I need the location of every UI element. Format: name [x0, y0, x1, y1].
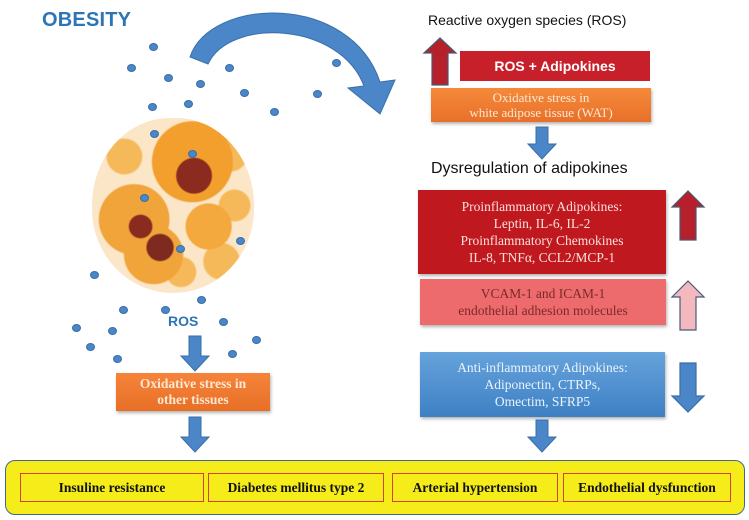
ros-header: Reactive oxygen species (ROS): [428, 12, 627, 28]
up-arrow-icon: [422, 37, 458, 86]
outcome-diabetes-type-2: Diabetes mellitus type 2: [208, 473, 384, 502]
ros-dot: [90, 271, 99, 279]
outcomes-panel: Insuline resistance Diabetes mellitus ty…: [5, 460, 745, 515]
down-arrow-icon: [179, 416, 211, 453]
anti-inflammatory-line-1: Anti-inflammatory Adipokines:: [457, 360, 628, 375]
oxidative-other-line-2: other tissues: [157, 392, 229, 407]
ros-dot: [127, 64, 136, 72]
up-arrow-icon: [670, 190, 706, 241]
outcome-arterial-hypertension: Arterial hypertension: [392, 473, 558, 502]
anti-inflammatory-box: Anti-inflammatory Adipokines: Adiponecti…: [420, 352, 665, 417]
proinflammatory-line-4: IL-8, TNFα, CCL2/MCP-1: [468, 250, 616, 265]
ros-dot: [197, 296, 206, 304]
ros-dot: [184, 100, 193, 108]
adipocyte-image: [92, 118, 254, 293]
anti-inflammatory-line-3: Omectim, SFRP5: [494, 394, 591, 409]
ros-dot: [188, 150, 197, 158]
proinflammatory-line-3: Proinflammatory Chemokines: [460, 233, 624, 248]
ros-dot: [148, 103, 157, 111]
ros-dot: [332, 59, 341, 67]
oxidative-stress-wat-box: Oxidative stress in white adipose tissue…: [431, 88, 651, 122]
anti-inflammatory-line-2: Adiponectin, CTRPs,: [484, 377, 601, 392]
oxidative-other-line-1: Oxidative stress in: [139, 376, 247, 391]
oxidative-wat-line-1: Oxidative stress in: [492, 90, 590, 105]
ros-dot: [149, 43, 158, 51]
down-arrow-icon: [179, 335, 211, 372]
ros-dot: [86, 343, 95, 351]
ros-dot: [150, 130, 159, 138]
adhesion-line-2: endothelial adhesion molecules: [458, 303, 628, 318]
ros-adipokines-box: ROS + Adipokines: [460, 51, 650, 81]
ros-dot: [313, 90, 322, 98]
ros-label: ROS: [168, 313, 199, 329]
ros-dot: [113, 355, 122, 363]
adhesion-molecules-box: VCAM-1 and ICAM-1 endothelial adhesion m…: [420, 279, 666, 325]
ros-dot: [108, 327, 117, 335]
ros-dot: [252, 336, 261, 344]
diagram-title: OBESITY: [42, 9, 132, 31]
proinflammatory-box: Proinflammatory Adipokines: Leptin, IL-6…: [418, 190, 666, 274]
ros-dot: [119, 306, 128, 314]
ros-dot: [196, 80, 205, 88]
outcome-endothelial-dysfunction: Endothelial dysfunction: [563, 473, 731, 502]
down-arrow-icon: [526, 126, 558, 160]
ros-dot: [225, 64, 234, 72]
ros-dot: [270, 108, 279, 116]
ros-dot: [228, 350, 237, 358]
ros-dot: [219, 318, 228, 326]
up-arrow-icon: [670, 280, 706, 331]
ros-dot: [140, 194, 149, 202]
adhesion-line-1: VCAM-1 and ICAM-1: [480, 286, 606, 301]
ros-dot: [240, 89, 249, 97]
down-arrow-icon: [670, 362, 706, 413]
oxidative-stress-other-tissues-box: Oxidative stress in other tissues: [116, 373, 270, 411]
oxidative-wat-line-2: white adipose tissue (WAT): [469, 105, 613, 120]
curved-arrow-icon: [189, 12, 396, 115]
ros-dot: [176, 245, 185, 253]
proinflammatory-line-1: Proinflammatory Adipokines:: [461, 199, 623, 214]
ros-dot: [164, 74, 173, 82]
down-arrow-icon: [526, 419, 558, 453]
dysregulation-heading: Dysregulation of adipokines: [431, 160, 628, 177]
ros-dot: [161, 306, 170, 314]
outcome-insulin-resistance: Insuline resistance: [20, 473, 204, 502]
ros-dot: [236, 237, 245, 245]
ros-dot: [72, 324, 81, 332]
proinflammatory-line-2: Leptin, IL-6, IL-2: [493, 216, 591, 231]
